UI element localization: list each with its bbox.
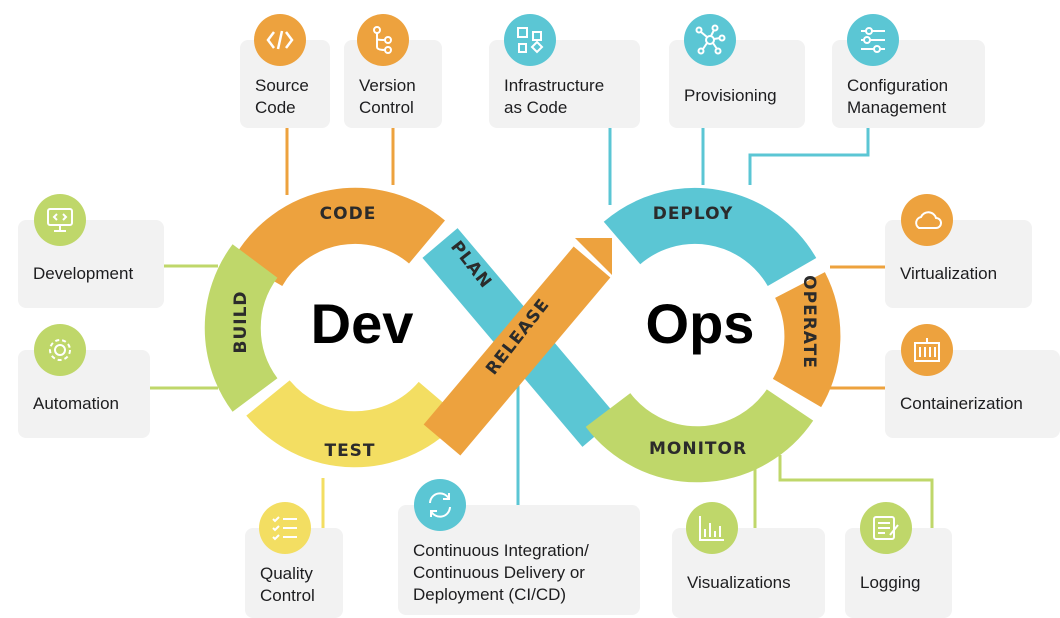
code-arc (233, 187, 445, 287)
iac-label: Infrastructure as Code (504, 76, 605, 117)
cicd-label: Continuous Integration/ Continuous Deliv… (413, 541, 589, 604)
containerization-label: Containerization (900, 394, 1023, 413)
virtualization-label: Virtualization (900, 264, 998, 283)
gear-icon (34, 324, 86, 376)
branch-icon (357, 14, 409, 66)
ops-label: Ops (646, 292, 755, 355)
stage-operate: OPERATE (799, 275, 819, 369)
checklist-icon (259, 502, 311, 554)
connector-config (748, 128, 870, 185)
monitor-code-icon (34, 194, 86, 246)
sliders-icon (847, 14, 899, 66)
network-icon (684, 14, 736, 66)
flowchart-icon (504, 14, 556, 66)
sync-icon (414, 479, 466, 531)
logging-label: Logging (860, 573, 921, 592)
config-label: Configuration Management (847, 76, 949, 117)
container-icon (901, 324, 953, 376)
connector-logging (778, 455, 934, 528)
stage-code: CODE (320, 204, 377, 224)
build-arc (204, 244, 278, 412)
source-code-label: Source Code (255, 76, 309, 117)
provisioning-label: Provisioning (684, 86, 777, 105)
test-arc (246, 379, 462, 468)
release-arrowhead (575, 238, 612, 275)
deploy-arc (603, 187, 817, 287)
monitor-arc (585, 388, 814, 483)
stage-test: TEST (324, 441, 375, 461)
virtualization-box: Virtualization (885, 220, 1032, 308)
log-icon (860, 502, 912, 554)
development-label: Development (33, 264, 134, 283)
stage-build: BUILD (231, 290, 251, 353)
bar-chart-icon (686, 502, 738, 554)
cloud-icon (901, 194, 953, 246)
stage-deploy: DEPLOY (653, 204, 734, 224)
automation-label: Automation (33, 394, 119, 413)
release-band (423, 246, 611, 456)
dev-label: Dev (311, 292, 414, 355)
visualizations-label: Visualizations (687, 573, 791, 592)
quality-label: Quality Control (260, 564, 315, 605)
version-control-label: Version Control (359, 76, 416, 117)
code-icon (254, 14, 306, 66)
operate-arc (772, 272, 841, 408)
stage-monitor: MONITOR (649, 439, 747, 459)
